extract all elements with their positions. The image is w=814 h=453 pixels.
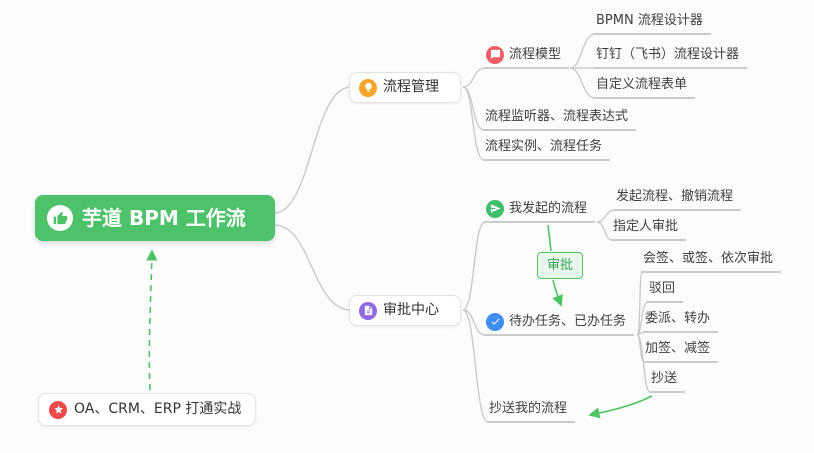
leaf-label: 指定人审批 [613,219,679,234]
leaf-label: BPMN 流程设计器 [596,13,703,28]
approval-center-label: 审批中心 [383,302,439,318]
leaf-label: 抄送我的流程 [489,401,568,416]
leaf-label: 发起流程、撤销流程 [616,189,734,204]
my-initiated-process-label: 我发起的流程 [509,201,588,216]
leaf-label: 会签、或签、依次审批 [643,251,774,266]
leaf-label: 驳回 [649,281,676,296]
leaf-bpmn-designer[interactable]: BPMN 流程设计器 [594,9,711,35]
leaf-label: 加签、减签 [645,341,711,356]
leaf-reject[interactable]: 驳回 [647,277,684,303]
node-my-initiated-process[interactable]: 我发起的流程 [484,197,596,223]
check-icon [486,312,504,331]
leaf-addsign-removesign[interactable]: 加签、减签 [643,337,719,363]
node-process-management[interactable]: 流程管理 [349,72,461,103]
root-node[interactable]: 芋道 BPM 工作流 [35,195,275,241]
root-label: 芋道 BPM 工作流 [82,206,246,230]
leaf-process-instance-task[interactable]: 流程实例、流程任务 [483,135,611,161]
leaf-dingtalk-feishu-designer[interactable]: 钉钉（飞书）流程设计器 [594,43,748,69]
leaf-delegate-transfer[interactable]: 委派、转办 [643,307,719,333]
process-model-label: 流程模型 [509,47,562,62]
relation-arrows [146,224,653,419]
branch-connectors [273,33,651,423]
leaf-label: 抄送 [651,371,678,386]
star-icon [49,400,67,419]
chat-bubble-icon [486,45,504,64]
leaf-cc-my-process[interactable]: 抄送我的流程 [487,397,576,423]
leaf-label: 自定义流程表单 [596,77,688,92]
approval-tag-label: 审批 [547,258,574,273]
leaf-cc[interactable]: 抄送 [649,367,686,393]
leaf-custom-form[interactable]: 自定义流程表单 [594,73,696,99]
approval-tag[interactable]: 审批 [537,252,584,279]
leaf-initiate-cancel-process[interactable]: 发起流程、撤销流程 [614,185,742,211]
todo-done-tasks-label: 待办任务、已办任务 [509,314,627,329]
node-practice[interactable]: OA、CRM、ERP 打通实战 [38,393,257,426]
process-management-label: 流程管理 [383,79,439,95]
node-approval-center[interactable]: 审批中心 [349,295,461,326]
leaf-countersign-orsign-sequential[interactable]: 会签、或签、依次审批 [641,247,782,273]
approval-relation-upper [547,224,552,252]
leaf-label: 委派、转办 [645,311,711,326]
practice-to-root-arrow [146,249,158,391]
cc-relation-arrow [588,395,653,419]
lightbulb-icon [359,78,377,97]
document-icon [359,301,377,320]
practice-label: OA、CRM、ERP 打通实战 [74,401,242,417]
approval-relation-lower [552,279,563,307]
leaf-label: 流程实例、流程任务 [485,139,603,154]
thumbs-up-icon [47,205,73,231]
leaf-process-listener-expression[interactable]: 流程监听器、流程表达式 [483,105,637,131]
leaf-assignee-approval[interactable]: 指定人审批 [611,215,687,241]
leaf-label: 钉钉（飞书）流程设计器 [596,47,740,62]
send-icon [486,199,504,218]
node-todo-done-tasks[interactable]: 待办任务、已办任务 [484,310,635,336]
node-process-model[interactable]: 流程模型 [484,43,570,69]
leaf-label: 流程监听器、流程表达式 [485,109,629,124]
